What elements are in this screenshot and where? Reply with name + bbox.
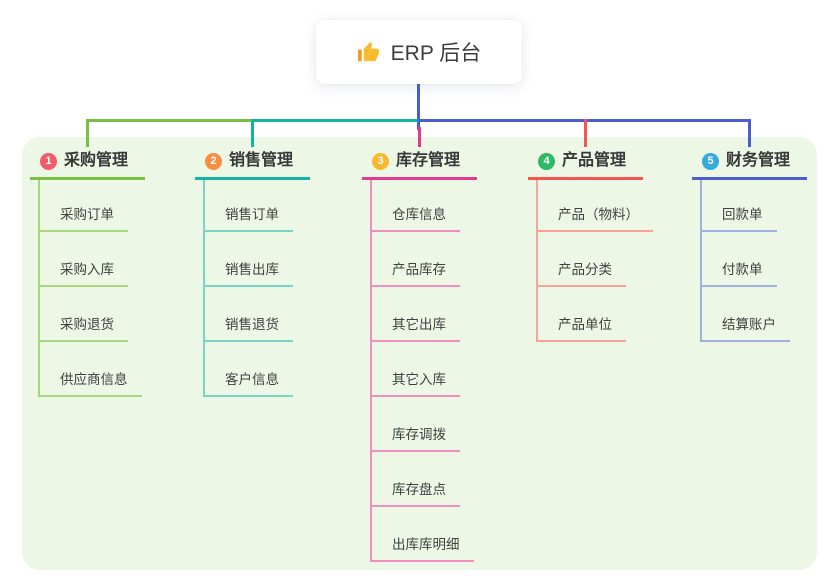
branch-drop-line bbox=[418, 127, 421, 147]
child-node[interactable]: 结算账户 bbox=[700, 317, 790, 342]
branch-header[interactable]: 4 产品管理 bbox=[528, 151, 643, 180]
branch-number-badge: 1 bbox=[40, 152, 57, 170]
child-node[interactable]: 供应商信息 bbox=[38, 372, 142, 397]
child-node[interactable]: 库存调拨 bbox=[370, 427, 460, 452]
child-row: 回款单 bbox=[700, 177, 790, 232]
child-row: 采购退货 bbox=[38, 287, 142, 342]
branch-number-badge: 3 bbox=[372, 152, 389, 170]
branch-drop-line bbox=[748, 119, 751, 147]
child-row: 产品分类 bbox=[536, 232, 653, 287]
branch-number-badge: 4 bbox=[538, 152, 555, 170]
child-node[interactable]: 其它入库 bbox=[370, 372, 460, 397]
branch-header[interactable]: 5 财务管理 bbox=[692, 151, 807, 180]
branch-children: 回款单付款单结算账户 bbox=[700, 177, 790, 342]
child-row: 付款单 bbox=[700, 232, 790, 287]
child-row: 产品（物料） bbox=[536, 177, 653, 232]
child-row: 采购入库 bbox=[38, 232, 142, 287]
branch-label: 采购管理 bbox=[64, 152, 129, 169]
child-node[interactable]: 其它出库 bbox=[370, 317, 460, 342]
child-node[interactable]: 产品库存 bbox=[370, 262, 460, 287]
branch-number-badge: 5 bbox=[702, 152, 719, 170]
child-row: 仓库信息 bbox=[370, 177, 474, 232]
branch-children: 仓库信息产品库存其它出库其它入库库存调拨库存盘点出库库明细 bbox=[370, 177, 474, 562]
child-node[interactable]: 销售订单 bbox=[203, 207, 293, 232]
child-row: 库存调拨 bbox=[370, 397, 474, 452]
branch-children: 产品（物料） 产品分类产品单位 bbox=[536, 177, 653, 342]
rail-segment bbox=[86, 119, 254, 122]
child-row: 销售订单 bbox=[203, 177, 293, 232]
branch-drop-line bbox=[86, 119, 89, 147]
branch-header[interactable]: 3 库存管理 bbox=[362, 151, 477, 180]
branch-header[interactable]: 2 销售管理 bbox=[195, 151, 310, 180]
child-row: 其它出库 bbox=[370, 287, 474, 342]
root-node[interactable]: ERP 后台 bbox=[316, 20, 522, 84]
child-row: 产品库存 bbox=[370, 232, 474, 287]
branch-children: 销售订单销售出库销售退货客户信息 bbox=[203, 177, 293, 397]
child-node[interactable]: 产品单位 bbox=[536, 317, 626, 342]
branch-label: 财务管理 bbox=[726, 152, 791, 169]
child-row: 库存盘点 bbox=[370, 452, 474, 507]
branch-header[interactable]: 1 采购管理 bbox=[30, 151, 145, 180]
branch-drop-line bbox=[584, 119, 587, 147]
child-row: 销售出库 bbox=[203, 232, 293, 287]
child-row: 采购订单 bbox=[38, 177, 142, 232]
child-row: 供应商信息 bbox=[38, 342, 142, 397]
child-node[interactable]: 采购入库 bbox=[38, 262, 128, 287]
branch-label: 库存管理 bbox=[396, 152, 461, 169]
child-node[interactable]: 产品（物料） bbox=[536, 207, 653, 232]
branch-children: 采购订单采购入库采购退货供应商信息 bbox=[38, 177, 142, 397]
child-row: 其它入库 bbox=[370, 342, 474, 397]
child-row: 结算账户 bbox=[700, 287, 790, 342]
child-node[interactable]: 库存盘点 bbox=[370, 482, 460, 507]
child-node[interactable]: 销售退货 bbox=[203, 317, 293, 342]
branch-label: 销售管理 bbox=[229, 152, 294, 169]
root-label: ERP 后台 bbox=[390, 42, 482, 65]
child-node[interactable]: 采购退货 bbox=[38, 317, 128, 342]
branch-label: 产品管理 bbox=[562, 152, 627, 169]
child-node[interactable]: 付款单 bbox=[700, 262, 777, 287]
root-connector-line bbox=[417, 84, 420, 130]
child-node[interactable]: 产品分类 bbox=[536, 262, 626, 287]
child-node[interactable]: 客户信息 bbox=[203, 372, 293, 397]
rail-segment bbox=[252, 119, 421, 122]
thumbs-up-icon bbox=[357, 41, 379, 61]
child-row: 客户信息 bbox=[203, 342, 293, 397]
child-node[interactable]: 销售出库 bbox=[203, 262, 293, 287]
child-node[interactable]: 回款单 bbox=[700, 207, 777, 232]
child-row: 产品单位 bbox=[536, 287, 653, 342]
child-node[interactable]: 出库库明细 bbox=[370, 537, 474, 562]
child-row: 销售退货 bbox=[203, 287, 293, 342]
child-node[interactable]: 采购订单 bbox=[38, 207, 128, 232]
child-node[interactable]: 仓库信息 bbox=[370, 207, 460, 232]
branch-number-badge: 2 bbox=[205, 152, 222, 170]
branch-drop-line bbox=[251, 119, 254, 147]
mindmap-panel bbox=[22, 137, 817, 570]
child-row: 出库库明细 bbox=[370, 507, 474, 562]
